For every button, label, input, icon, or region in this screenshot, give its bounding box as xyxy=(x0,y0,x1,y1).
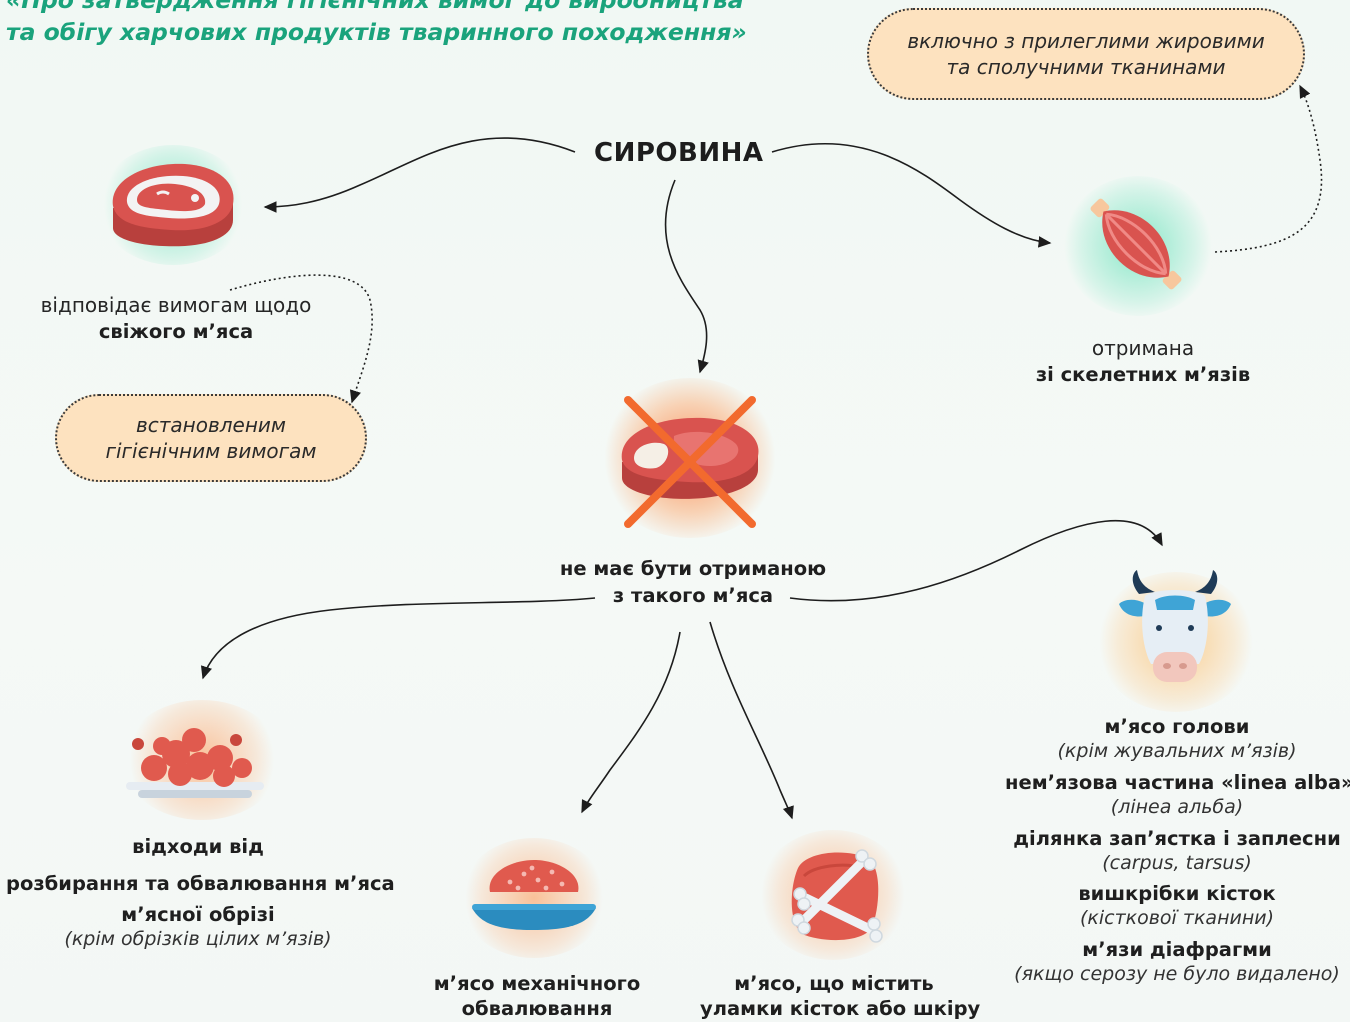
cow-head-icon xyxy=(1119,570,1231,682)
crossed-meat-icon xyxy=(621,396,759,528)
fresh-meat-line2: свіжого м’яса xyxy=(98,320,254,343)
head-item-4-bold: вишкрібки кісток xyxy=(1078,882,1276,905)
head-item-2-bold: нем’язова частина «linea alba» xyxy=(1005,771,1350,794)
head-item-3-italic: (carpus, tarsus) xyxy=(1102,852,1252,874)
top-bubble: включно з прилеглими жировими та сполучн… xyxy=(867,8,1305,100)
minced-meat-icon xyxy=(472,860,596,930)
steak-icon xyxy=(112,163,234,247)
muscle-line1: отримана xyxy=(1091,336,1195,360)
muscle-icon xyxy=(1090,198,1182,290)
waste-line2: розбирання та обвалювання м’яса xyxy=(6,872,395,895)
waste-line4: (крім обрізків цілих м’язів) xyxy=(64,928,332,950)
waste-line1: відходи від xyxy=(132,835,264,858)
top-bubble-line2: та сполучними тканинами xyxy=(946,55,1226,79)
head-item-3-bold: ділянка зап’ястка і заплесни xyxy=(1013,827,1341,850)
top-bubble-line1: включно з прилеглими жировими xyxy=(907,29,1265,53)
waste-line3: м’ясної обрізі xyxy=(121,903,275,926)
header-title-line1: «Про затвердження гігієнічних вимог до в… xyxy=(6,0,744,14)
left-bubble: встановленим гігієнічним вимогам xyxy=(55,394,367,482)
not-from-line1: не має бути отриманою xyxy=(559,557,827,580)
mechanical-line2: обвалювання xyxy=(461,997,613,1020)
head-item-4-italic: (кісткової тканини) xyxy=(1079,907,1275,929)
left-bubble-line1: встановленим xyxy=(135,413,287,437)
head-item-5-bold: м’язи діафрагми xyxy=(1082,938,1272,961)
head-item-1-bold: м’ясо голови xyxy=(1104,715,1250,738)
not-from-line2: з такого м’яса xyxy=(612,584,774,607)
fresh-meat-line1: відповідає вимогам щодо xyxy=(40,293,312,317)
head-item-5-italic: (якщо серозу не було видалено) xyxy=(1014,963,1340,985)
head-item-2-italic: (лінеа альба) xyxy=(1110,796,1244,818)
bone-skin-icon xyxy=(791,849,883,943)
header-title-line2: та обігу харчових продуктів тваринного п… xyxy=(6,18,747,46)
head-item-1-italic: (крім жувальних м’язів) xyxy=(1057,740,1297,762)
meat-pieces-icon xyxy=(126,728,264,798)
minced-meat-glow xyxy=(460,838,608,958)
left-bubble-line2: гігієнічним вимогам xyxy=(105,439,317,463)
muscle-line2: зі скелетних м’язів xyxy=(1035,363,1251,386)
bones-line2: уламки кісток або шкіру xyxy=(700,997,981,1020)
center-title: СИРОВИНА xyxy=(594,138,764,168)
bones-line1: м’ясо, що містить xyxy=(734,972,934,995)
mechanical-line1: м’ясо механічного xyxy=(433,972,641,995)
